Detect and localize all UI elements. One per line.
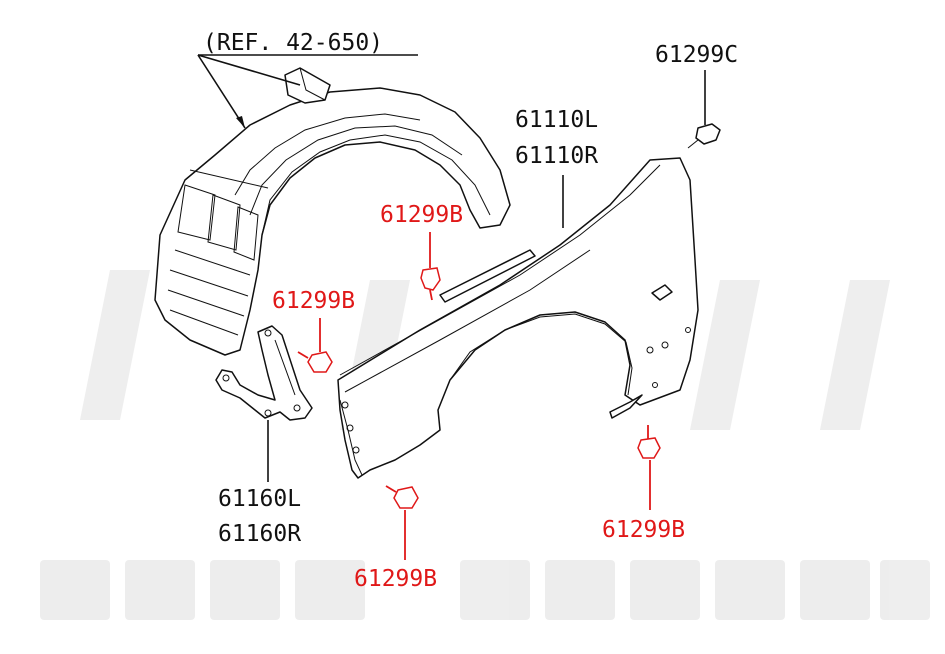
bolt-bottom-right xyxy=(637,425,661,510)
clip-61299c xyxy=(687,70,721,149)
clip-top-label: 61299C xyxy=(655,42,738,68)
bolt-bottom-left xyxy=(385,485,419,560)
fender-label-r: 61110R xyxy=(515,143,598,169)
bracket-label-r: 61160R xyxy=(218,521,301,547)
ref-label: (REF. 42-650) xyxy=(203,30,383,56)
bolt-left-label: 61299B xyxy=(272,288,355,314)
bolt-upper xyxy=(420,232,441,301)
bolt-bottom-left-label: 61299B xyxy=(354,566,437,592)
bolt-upper-label: 61299B xyxy=(380,202,463,228)
fender-label-l: 61110L xyxy=(515,107,598,133)
bolt-left xyxy=(297,318,333,373)
front-fender xyxy=(337,157,699,479)
fender-bracket xyxy=(215,325,313,421)
ref-leader xyxy=(197,54,418,129)
bracket-label-l: 61160L xyxy=(218,486,301,512)
bolt-bottom-right-label: 61299B xyxy=(602,517,685,543)
watermark xyxy=(40,270,930,620)
inner-fender-liner xyxy=(154,67,511,356)
